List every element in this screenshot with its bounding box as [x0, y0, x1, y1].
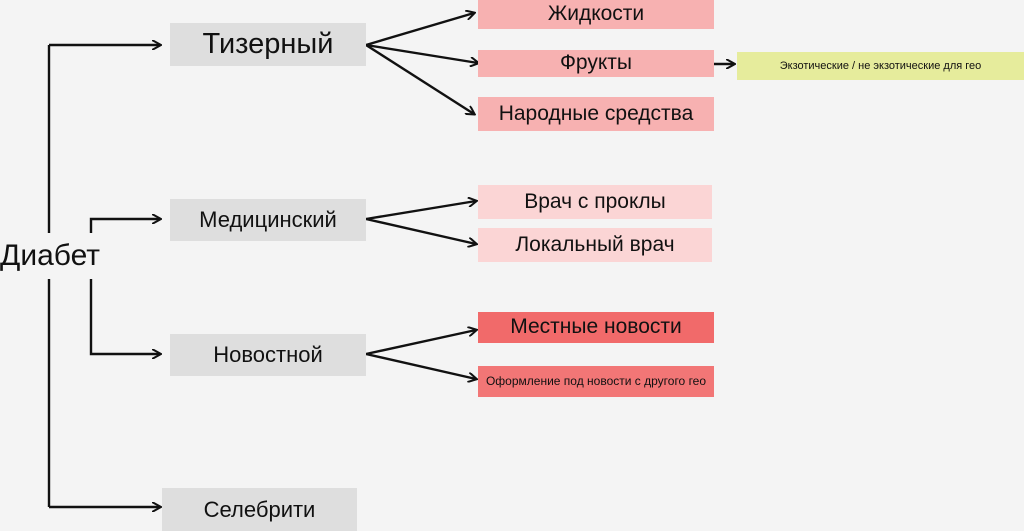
- note-exotic: Экзотические / не экзотические для гео: [737, 52, 1024, 80]
- category-news: Новостной: [170, 334, 366, 376]
- category-celebrity: Селебрити: [162, 488, 357, 531]
- edge-news-othergeo: [365, 352, 476, 379]
- category-medical: Медицинский: [170, 199, 366, 241]
- edge-medical-local: [365, 217, 476, 244]
- root-label: Диабет: [0, 238, 101, 272]
- edge-medical-prokly: [365, 201, 476, 221]
- item-local-news-label: Местные новости: [510, 315, 682, 339]
- item-liquids-label: Жидкости: [547, 2, 645, 26]
- item-news-other-geo: Оформление под новости с другого гео: [478, 366, 714, 397]
- edge-news-local: [365, 330, 476, 356]
- category-celebrity-label: Селебрити: [203, 496, 316, 522]
- root-node-diabetes: Диабет: [0, 233, 118, 279]
- note-exotic-label: Экзотические / не экзотические для гео: [779, 59, 982, 72]
- category-teaser: Тизерный: [170, 23, 366, 66]
- item-local-news: Местные новости: [478, 312, 714, 343]
- edge-root-medical: [89, 219, 160, 233]
- category-teaser-label: Тизерный: [202, 27, 334, 60]
- edge-root-news: [89, 279, 160, 354]
- item-local-doctor: Локальный врач: [478, 228, 712, 262]
- item-folk-remedies: Народные средства: [478, 97, 714, 131]
- item-liquids: Жидкости: [478, 0, 714, 29]
- edge-teaser-fruits: [365, 43, 478, 63]
- item-folk-remedies-label: Народные средства: [498, 101, 694, 125]
- item-fruits-label: Фрукты: [559, 51, 633, 75]
- item-doctor-prokly-label: Врач с проклы: [524, 189, 666, 213]
- item-fruits: Фрукты: [478, 50, 714, 77]
- edge-teaser-folk: [365, 43, 474, 114]
- item-news-other-geo-label: Оформление под новости с другого гео: [485, 373, 707, 388]
- edge-teaser-liquids: [365, 13, 474, 47]
- category-medical-label: Медицинский: [199, 207, 337, 233]
- item-local-doctor-label: Локальный врач: [515, 232, 675, 256]
- category-news-label: Новостной: [213, 342, 323, 368]
- item-doctor-prokly: Врач с проклы: [478, 185, 712, 219]
